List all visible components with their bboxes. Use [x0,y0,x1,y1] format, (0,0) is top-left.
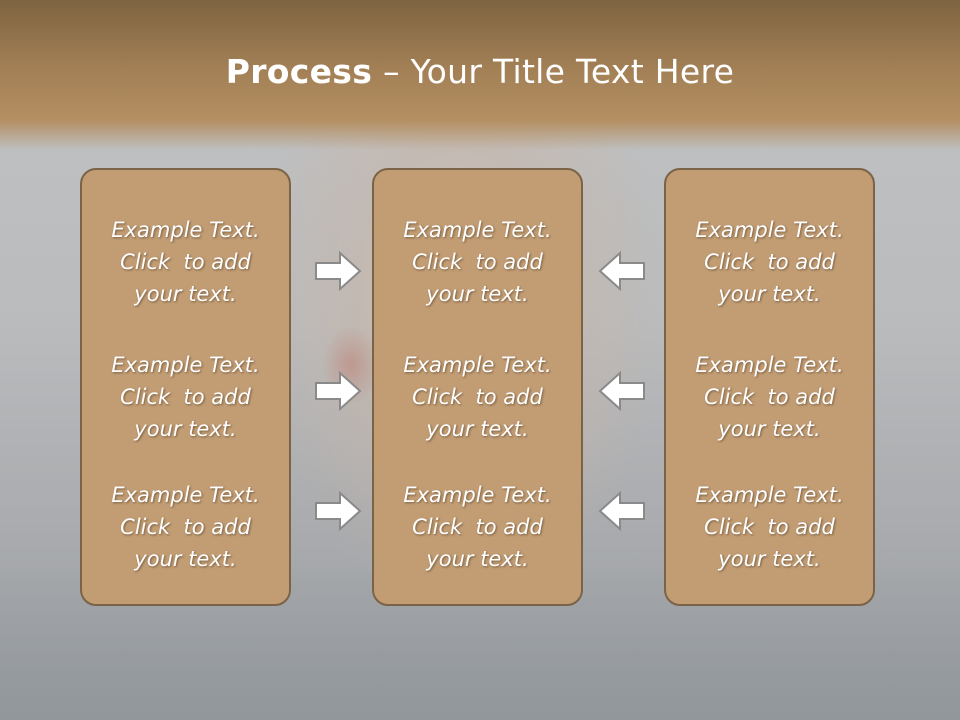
text-line: your text. [426,417,529,441]
text-line: Click to add [120,250,251,274]
left-arrow-icon [598,370,646,412]
title-separator: – [372,52,411,91]
text-line: Example Text. [403,353,552,377]
left-column-box[interactable]: Example Text. Click to add your text. Ex… [80,168,291,606]
left-arrow-icon [598,250,646,292]
text-block[interactable]: Example Text. Click to add your text. [374,214,581,310]
text-line: Example Text. [403,483,552,507]
text-line: your text. [718,547,821,571]
text-block[interactable]: Example Text. Click to add your text. [666,349,873,445]
text-line: Click to add [704,515,835,539]
text-line: your text. [718,282,821,306]
text-line: your text. [426,547,529,571]
text-line: Example Text. [695,483,844,507]
text-line: your text. [718,417,821,441]
text-line: Click to add [120,515,251,539]
text-block[interactable]: Example Text. Click to add your text. [666,214,873,310]
text-line: Example Text. [111,483,260,507]
text-line: your text. [134,417,237,441]
text-line: Example Text. [695,353,844,377]
text-line: Click to add [412,385,543,409]
text-line: Click to add [412,250,543,274]
text-line: Click to add [704,385,835,409]
text-line: your text. [134,547,237,571]
text-line: your text. [134,282,237,306]
text-line: Click to add [412,515,543,539]
title-rest: Your Title Text Here [410,52,735,91]
text-line: Click to add [120,385,251,409]
right-arrow-icon [314,370,362,412]
title-bold: Process [225,52,373,91]
text-block[interactable]: Example Text. Click to add your text. [82,479,289,575]
text-line: your text. [426,282,529,306]
text-line: Example Text. [111,353,260,377]
text-block[interactable]: Example Text. Click to add your text. [666,479,873,575]
text-line: Example Text. [111,218,260,242]
right-arrow-icon [314,250,362,292]
text-block[interactable]: Example Text. Click to add your text. [82,349,289,445]
text-line: Click to add [704,250,835,274]
left-arrow-icon [598,490,646,532]
text-line: Example Text. [695,218,844,242]
text-block[interactable]: Example Text. Click to add your text. [374,349,581,445]
slide-title[interactable]: Process – Your Title Text Here [0,52,960,91]
text-block[interactable]: Example Text. Click to add your text. [82,214,289,310]
text-line: Example Text. [403,218,552,242]
right-arrow-icon [314,490,362,532]
text-block[interactable]: Example Text. Click to add your text. [374,479,581,575]
middle-column-box[interactable]: Example Text. Click to add your text. Ex… [372,168,583,606]
title-bar [0,0,960,150]
right-column-box[interactable]: Example Text. Click to add your text. Ex… [664,168,875,606]
